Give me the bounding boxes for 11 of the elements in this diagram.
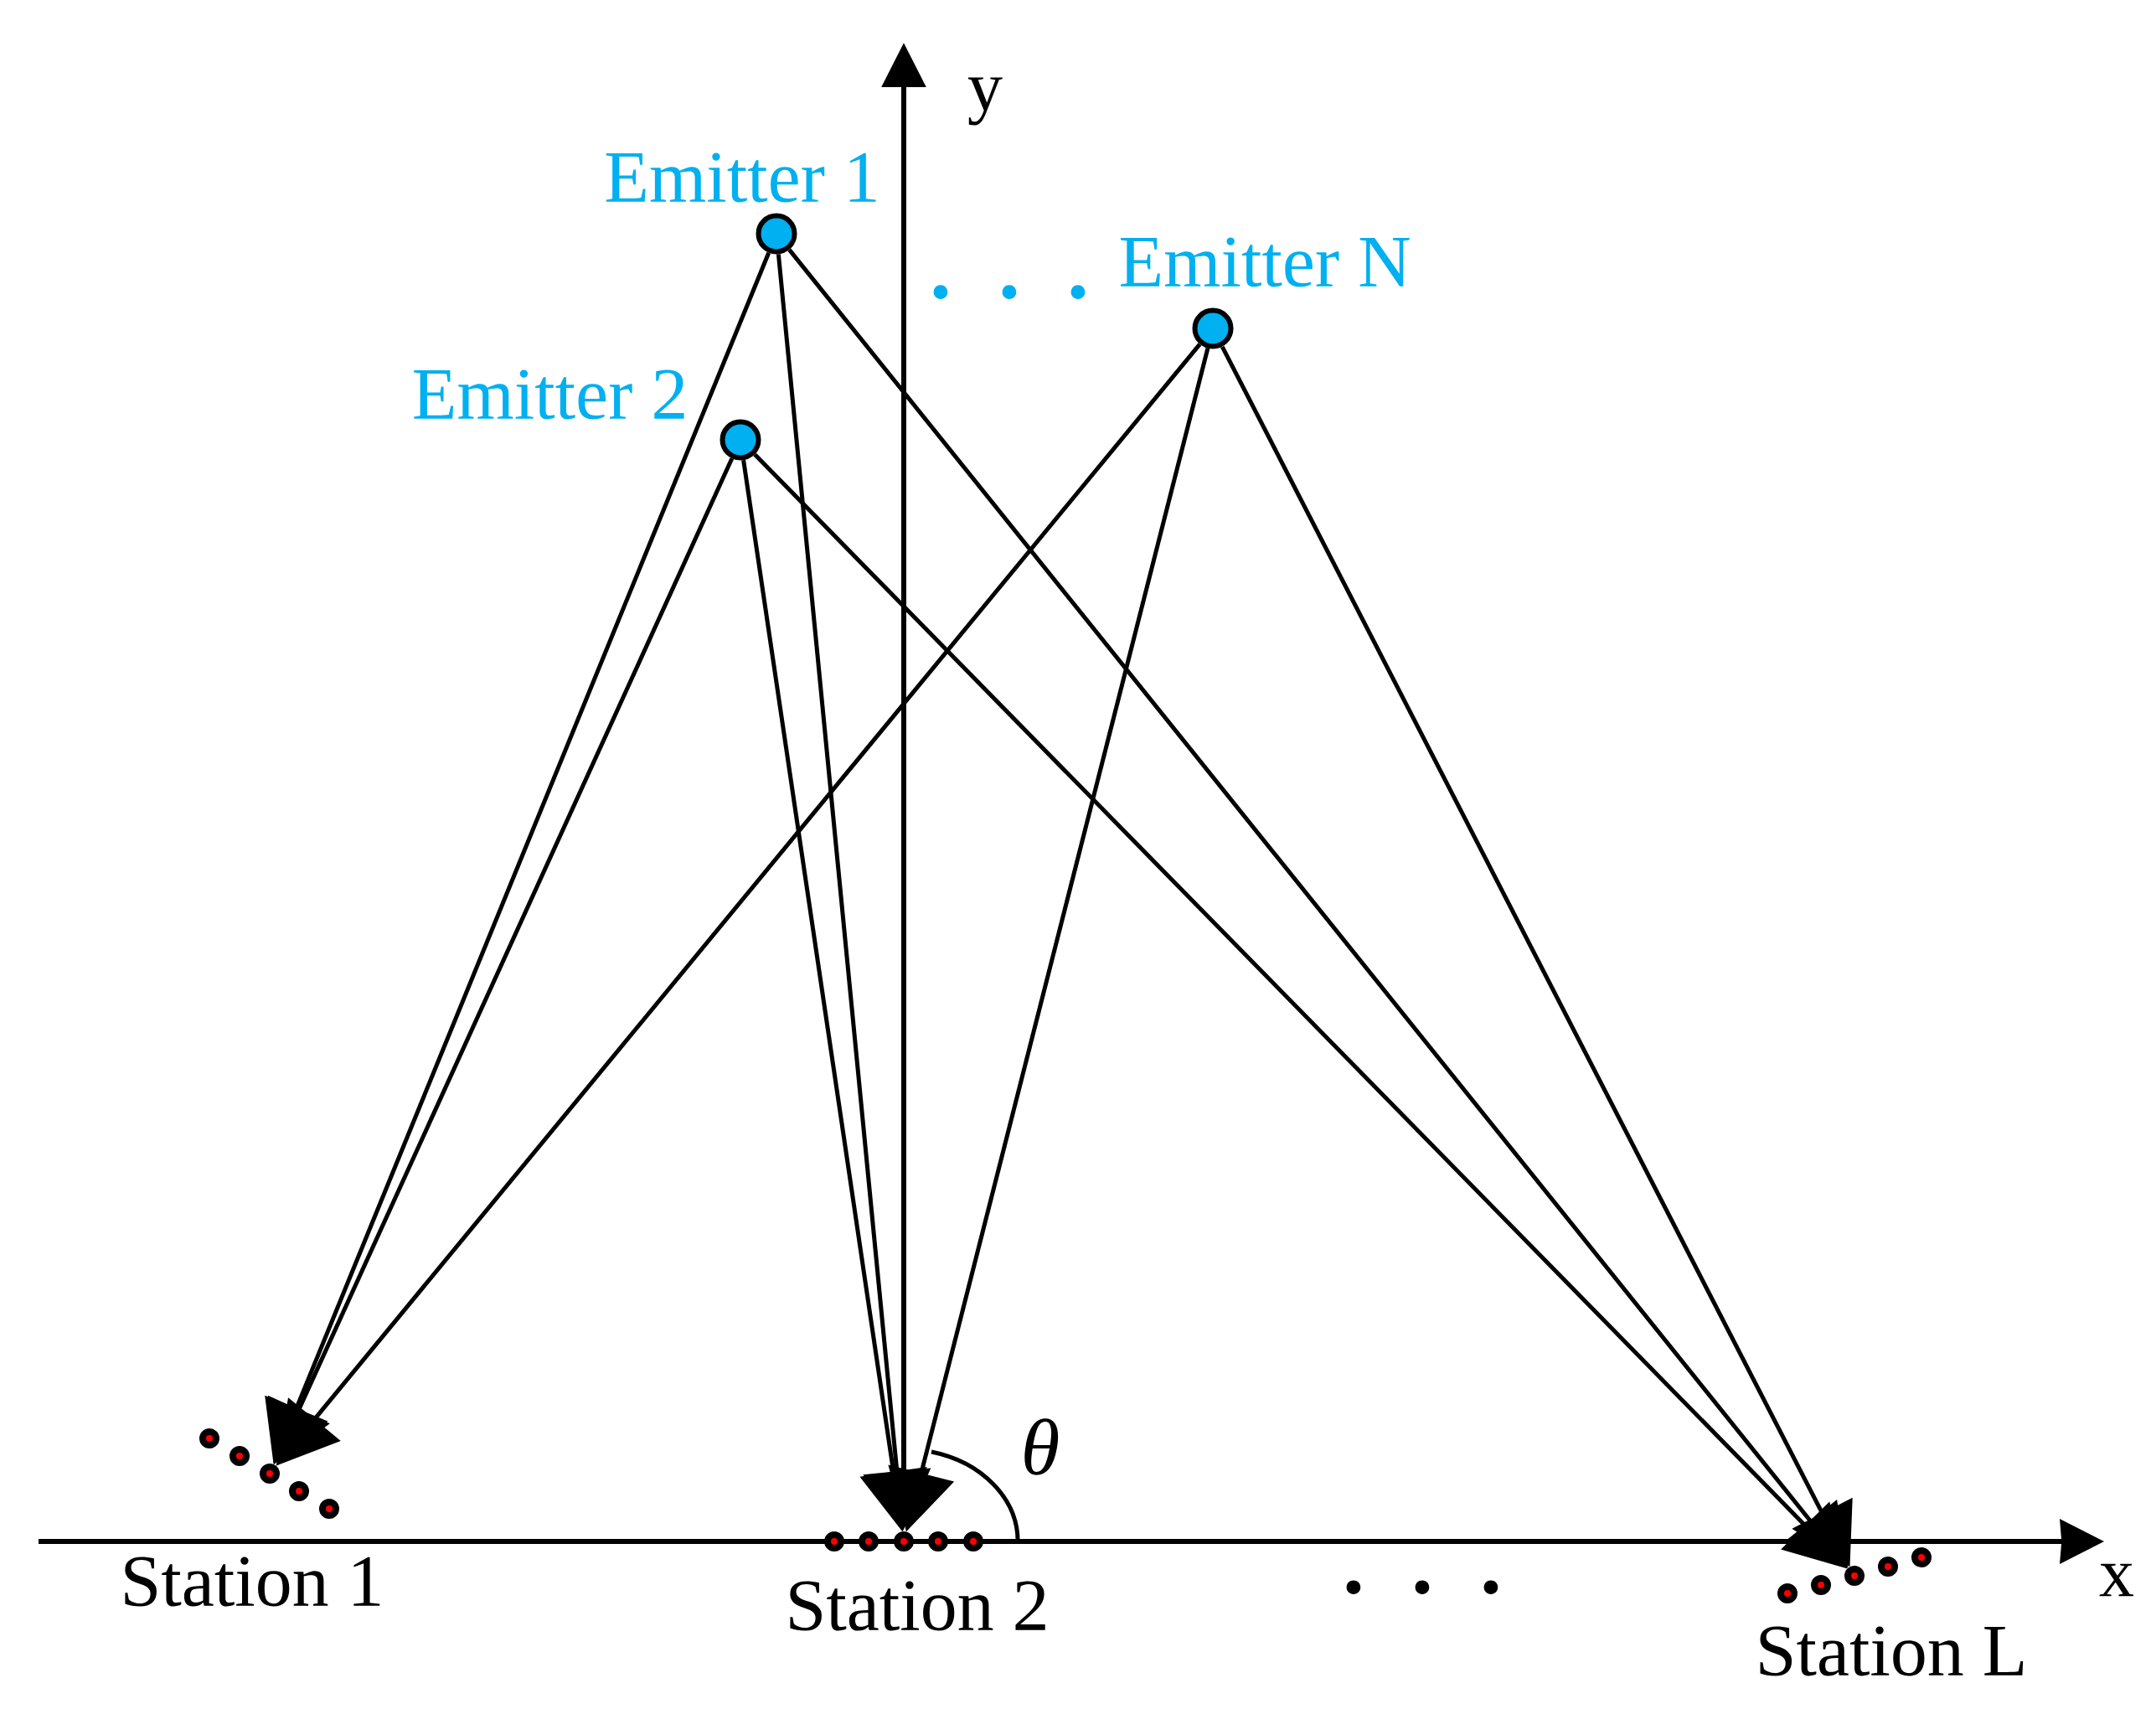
ellipsis: . . . (933, 285, 1086, 299)
station-label: Station 2 (790, 1581, 1045, 1631)
station-label: Station 1 (125, 1557, 380, 1607)
angle-label: θ (1024, 1418, 1059, 1475)
station-label: Station L (1760, 1626, 2024, 1676)
axis-label: y (967, 77, 1003, 126)
axis-label: x (2099, 1563, 2134, 1597)
ellipsis: . . . (1346, 1580, 1498, 1594)
emitter-label: Emitter N (1121, 237, 1410, 287)
emitter-label: Emitter 2 (414, 369, 684, 420)
emitter-label: Emitter 1 (606, 152, 876, 203)
